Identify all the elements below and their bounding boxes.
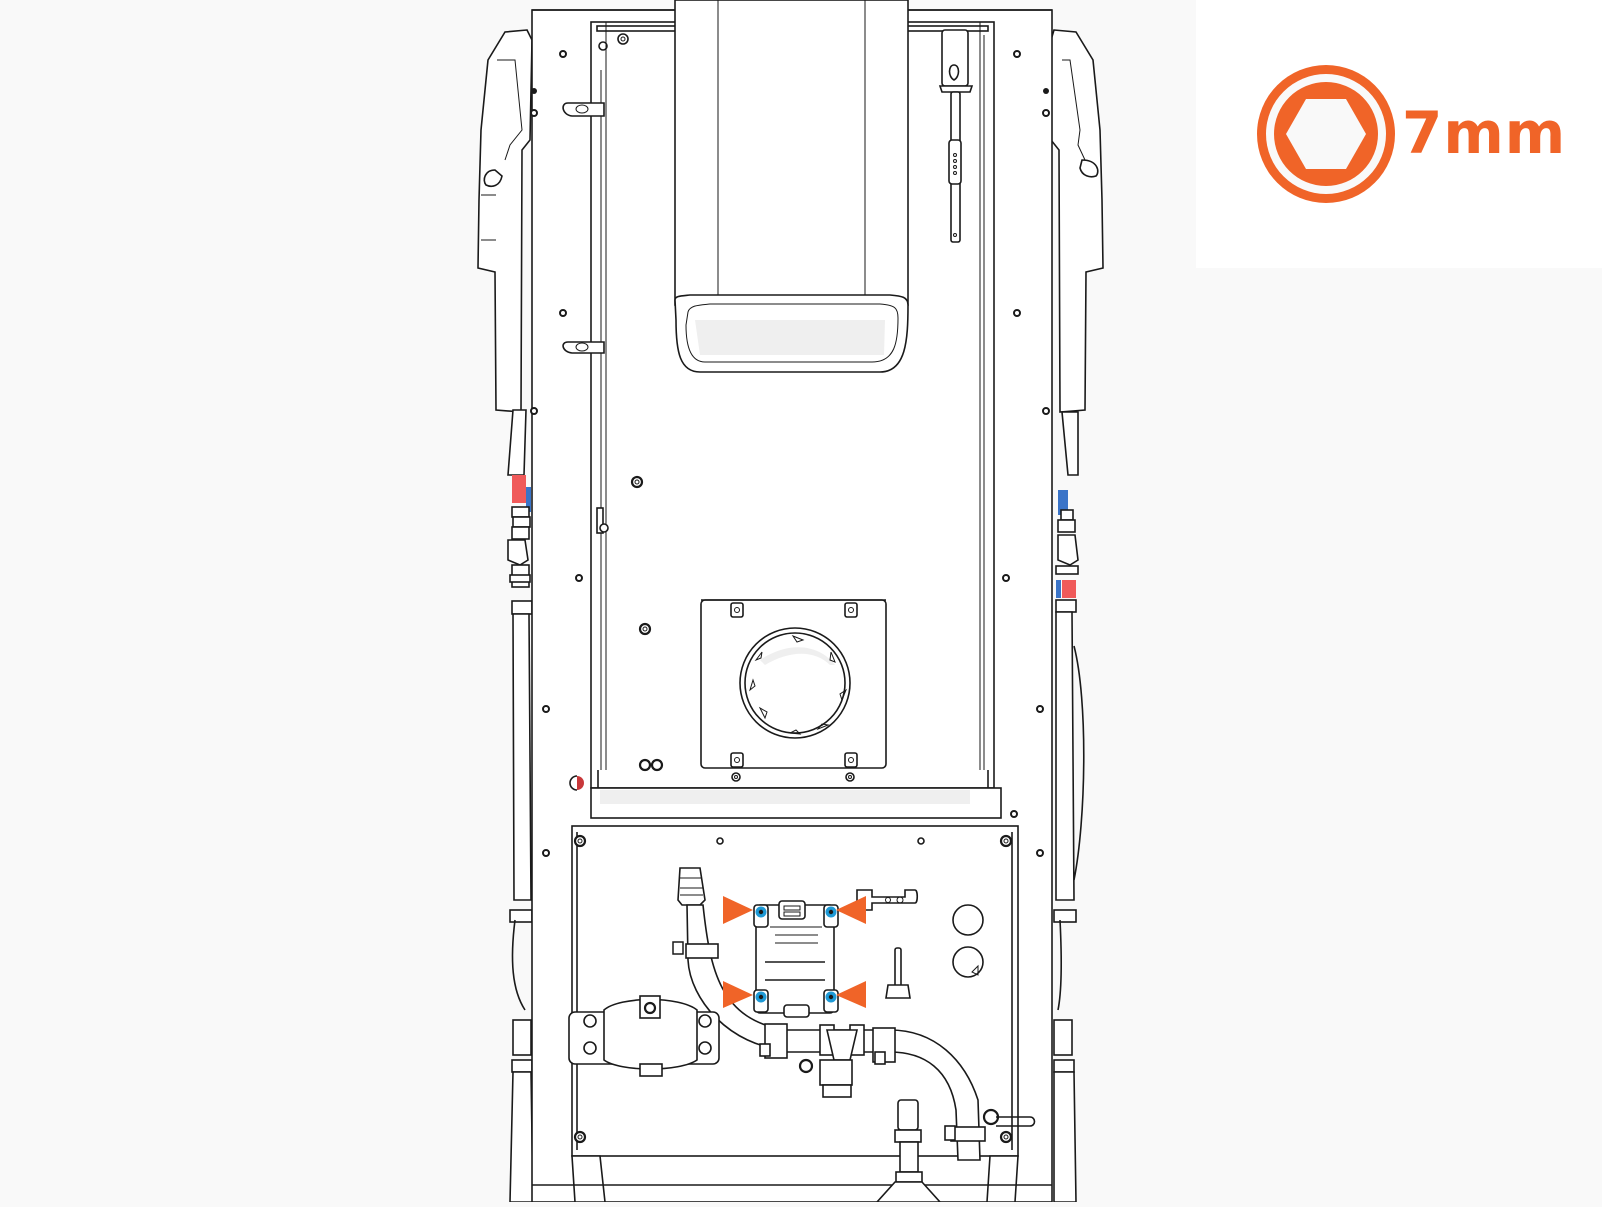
indicator-light [577,776,584,790]
callout-arrows [723,896,866,1008]
hot-hose-marker-left [512,475,526,503]
callout-arrow-bottom-right [836,981,866,1008]
module-screws [755,906,837,1003]
callout-arrow-bottom-left [723,981,753,1008]
cold-hose-marker-right [1058,490,1068,515]
upper-door [569,0,974,791]
control-module [753,900,839,1018]
callout-arrow-top-right [836,896,866,924]
cold-hose-marker-left [526,487,531,512]
left-side-assembly [477,29,534,1203]
fan-vent-panel [700,599,887,782]
right-side-assembly [1050,29,1104,1203]
callout-arrow-top-left [723,896,753,924]
hex-socket-icon [1257,65,1395,203]
tool-size-label: 7mm [1402,99,1567,167]
hot-hose-marker-right [1062,580,1076,598]
